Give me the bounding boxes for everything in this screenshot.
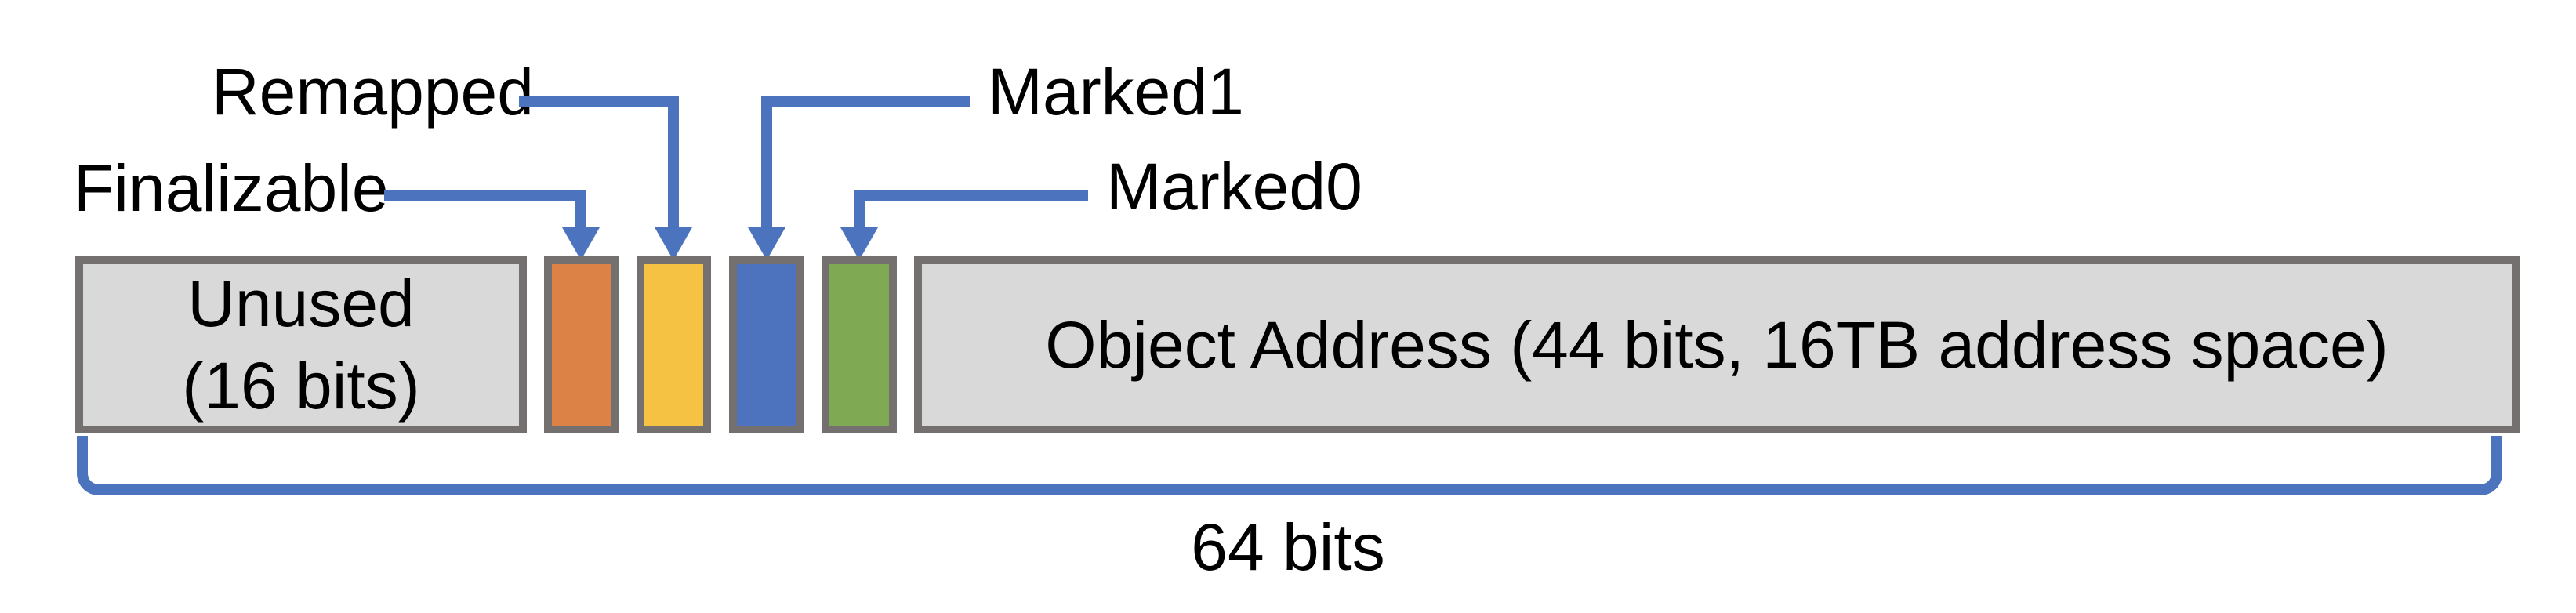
- marked1-connector-vertical: [761, 96, 772, 227]
- marked1-label: Marked1: [988, 55, 1244, 129]
- unused-field-label: Unused (16 bits): [182, 263, 419, 427]
- span-bracket: [77, 436, 2502, 495]
- finalizable-arrowhead-icon: [562, 227, 600, 260]
- object-address-label: Object Address (44 bits, 16TB address sp…: [1045, 307, 2389, 382]
- finalizable-connector-vertical: [575, 190, 586, 227]
- finalizable-bit-box: [544, 256, 619, 433]
- remapped-connector-vertical: [668, 96, 679, 227]
- marked0-arrowhead-icon: [840, 227, 878, 260]
- unused-field-label-line2: (16 bits): [182, 349, 420, 423]
- unused-field-label-line1: Unused: [187, 267, 415, 340]
- remapped-label: Remapped: [212, 55, 534, 129]
- remapped-bit-box: [637, 256, 711, 433]
- marked1-connector-horizontal: [761, 96, 970, 107]
- remapped-connector-horizontal: [519, 96, 679, 107]
- unused-field-box: Unused (16 bits): [75, 256, 527, 433]
- object-address-field-box: Object Address (44 bits, 16TB address sp…: [914, 256, 2520, 433]
- marked0-label: Marked0: [1106, 150, 1362, 223]
- marked1-bit-box: [729, 256, 804, 433]
- marked0-connector-vertical: [854, 190, 865, 227]
- finalizable-label: Finalizable: [74, 151, 389, 225]
- span-bracket-label: 64 bits: [1191, 510, 1385, 584]
- marked0-bit-box: [822, 256, 897, 433]
- finalizable-connector-horizontal: [384, 190, 586, 201]
- marked0-connector-horizontal: [854, 190, 1088, 201]
- marked1-arrowhead-icon: [748, 227, 785, 260]
- remapped-arrowhead-icon: [655, 227, 692, 260]
